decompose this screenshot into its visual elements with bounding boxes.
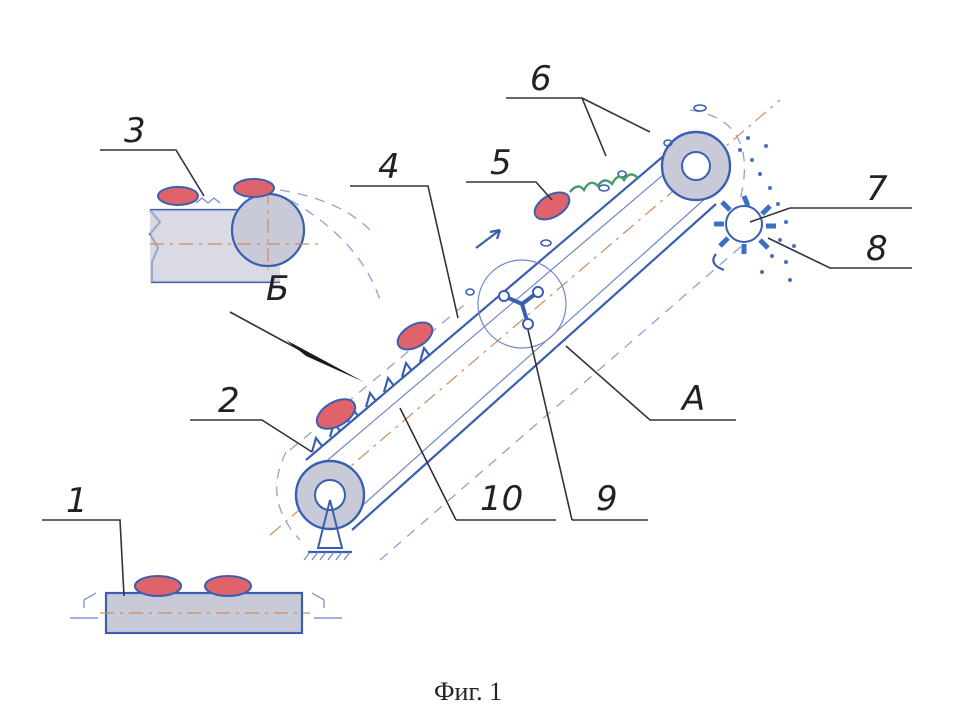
rotary-brush	[714, 195, 776, 254]
star-roller	[477, 259, 567, 349]
label-1: 1	[66, 481, 88, 521]
detail-view-b	[148, 178, 381, 301]
soil-spray	[738, 136, 796, 282]
lower-drum	[294, 459, 366, 561]
label-5: 5	[490, 143, 512, 183]
label-3: 3	[124, 111, 146, 151]
label-6: 6	[530, 59, 552, 99]
view-b-arrow	[229, 311, 364, 382]
label-b: Б	[266, 269, 289, 309]
tuber	[396, 321, 434, 351]
label-8: 8	[866, 229, 888, 269]
feed-tray	[70, 575, 342, 635]
label-9: 9	[596, 479, 618, 519]
soil-particles	[465, 104, 707, 296]
rotation-arrow	[712, 253, 725, 272]
tuber	[533, 191, 571, 221]
upper-drum	[660, 130, 732, 202]
label-10: 10	[480, 479, 523, 519]
label-2: 2	[218, 381, 240, 421]
label-4: 4	[378, 147, 400, 187]
tuber	[315, 398, 357, 430]
leader-lines	[42, 97, 912, 597]
flow-arrow	[475, 228, 502, 249]
figure-caption: Фиг. 1	[434, 677, 502, 706]
label-a: A	[680, 379, 705, 419]
plant-residue	[569, 173, 639, 193]
label-7: 7	[866, 169, 888, 209]
